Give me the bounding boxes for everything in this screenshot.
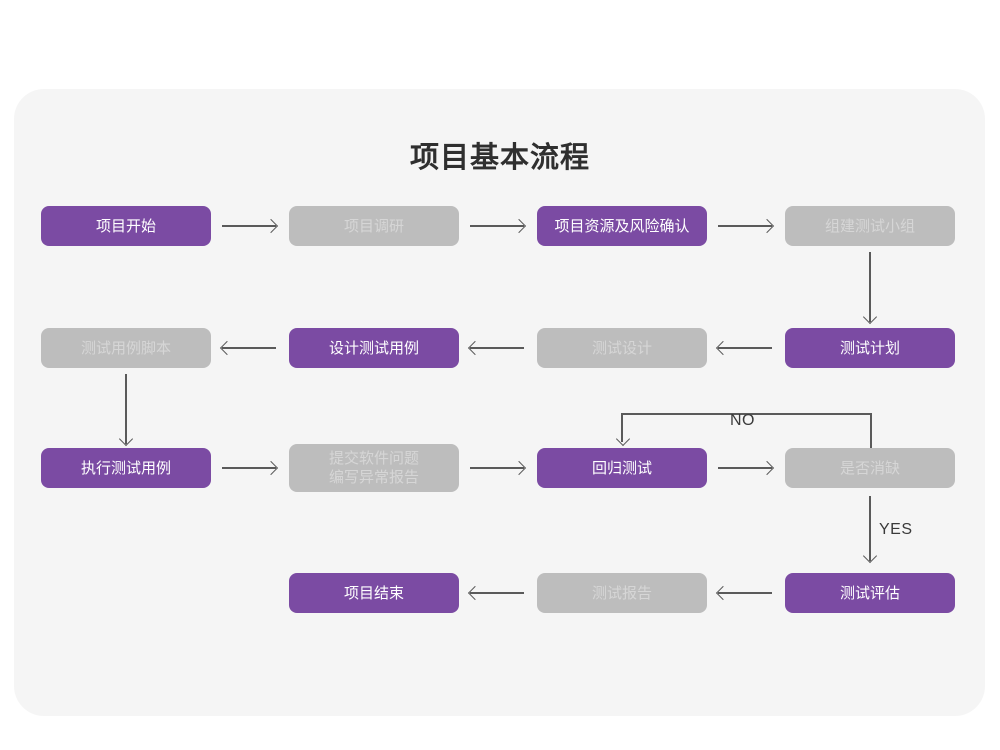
arrow-design-to-script bbox=[219, 340, 276, 356]
arrow-shaft bbox=[470, 225, 524, 227]
node-test-case-script[interactable]: 测试用例脚本 bbox=[41, 328, 211, 368]
arrow-head bbox=[467, 340, 483, 355]
arrow-head bbox=[263, 218, 279, 233]
node-design-test-case[interactable]: 设计测试用例 bbox=[289, 328, 459, 368]
arrow-head bbox=[118, 431, 134, 447]
arrow-shaft bbox=[470, 592, 524, 594]
arrow-head bbox=[263, 460, 279, 475]
arrow-shaft bbox=[718, 592, 772, 594]
node-build-test-team[interactable]: 组建测试小组 bbox=[785, 206, 955, 246]
arrow-head bbox=[759, 218, 775, 233]
edge-label-no: NO bbox=[730, 412, 755, 429]
arrow-testdesign-to-designcase bbox=[467, 340, 524, 356]
page-title: 项目基本流程 bbox=[409, 142, 590, 174]
loop-segment-horizontal bbox=[621, 413, 872, 415]
node-resource-risk-confirm[interactable]: 项目资源及风险确认 bbox=[537, 206, 707, 246]
arrow-head bbox=[759, 460, 775, 475]
arrow-shaft bbox=[718, 467, 772, 469]
flowchart-card bbox=[14, 89, 985, 716]
arrow-head bbox=[715, 585, 731, 600]
node-project-research[interactable]: 项目调研 bbox=[289, 206, 459, 246]
arrow-research-to-resource bbox=[470, 218, 527, 234]
arrow-shaft bbox=[718, 225, 772, 227]
node-submit-issue-write-report[interactable]: 提交软件问题 编写异常报告 bbox=[289, 444, 459, 492]
node-test-evaluation[interactable]: 测试评估 bbox=[785, 573, 955, 613]
arrow-shaft bbox=[718, 347, 772, 349]
node-regression-test[interactable]: 回归测试 bbox=[537, 448, 707, 488]
arrow-shaft bbox=[222, 467, 276, 469]
arrow-head bbox=[511, 460, 527, 475]
arrow-start-to-research bbox=[222, 218, 279, 234]
arrow-head bbox=[862, 548, 878, 564]
arrow-report-to-regression bbox=[470, 460, 527, 476]
arrow-head bbox=[511, 218, 527, 233]
edge-label-yes: YES bbox=[879, 521, 913, 538]
arrow-head bbox=[219, 340, 235, 355]
arrow-resource-to-team bbox=[718, 218, 775, 234]
node-test-design[interactable]: 测试设计 bbox=[537, 328, 707, 368]
arrow-shaft bbox=[869, 252, 871, 322]
arrow-shaft bbox=[869, 496, 871, 561]
arrow-head bbox=[467, 585, 483, 600]
arrow-head bbox=[715, 340, 731, 355]
arrow-shaft bbox=[125, 374, 127, 444]
loop-segment-left-vertical bbox=[621, 413, 623, 442]
arrow-shaft bbox=[470, 467, 524, 469]
arrow-testplan-to-testdesign bbox=[715, 340, 772, 356]
arrow-execute-to-report-issue bbox=[222, 460, 279, 476]
node-test-report[interactable]: 测试报告 bbox=[537, 573, 707, 613]
arrow-team-to-test-plan bbox=[862, 252, 878, 325]
node-test-plan[interactable]: 测试计划 bbox=[785, 328, 955, 368]
node-execute-test-case[interactable]: 执行测试用例 bbox=[41, 448, 211, 488]
arrow-shaft bbox=[222, 347, 276, 349]
node-project-start[interactable]: 项目开始 bbox=[41, 206, 211, 246]
arrow-script-to-execute bbox=[118, 374, 134, 447]
arrow-shaft bbox=[470, 347, 524, 349]
arrow-evaluation-to-testreport bbox=[715, 585, 772, 601]
arrow-defect-check-to-evaluation bbox=[862, 496, 878, 564]
arrow-shaft bbox=[222, 225, 276, 227]
arrow-testreport-to-projectend bbox=[467, 585, 524, 601]
arrow-regression-to-defect-check bbox=[718, 460, 775, 476]
node-defect-cleared-check[interactable]: 是否消缺 bbox=[785, 448, 955, 488]
node-project-end[interactable]: 项目结束 bbox=[289, 573, 459, 613]
loop-segment-right-vertical bbox=[870, 413, 872, 448]
arrow-head bbox=[862, 309, 878, 325]
